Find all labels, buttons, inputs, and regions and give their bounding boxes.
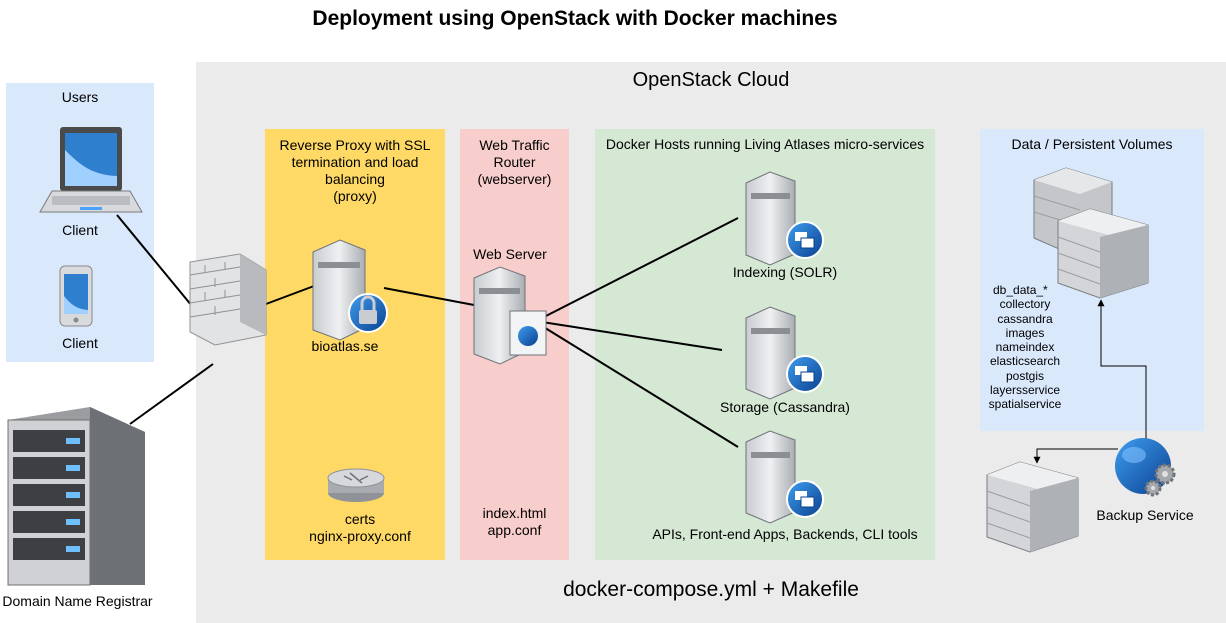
arrow-backup-to-volumes: [1097, 299, 1147, 440]
volume-name: db_data_*: [993, 283, 1048, 297]
link-webserver-indexing: [541, 217, 739, 319]
laptop-icon: [39, 127, 143, 213]
proxy-server-label: bioatlas.se: [311, 338, 379, 354]
link-webserver-storage: [541, 321, 723, 351]
docker-host-storage-icon: [745, 306, 824, 400]
router-title: Web Traffic Router (webserver): [460, 137, 569, 188]
storage-volumes-icon: [1033, 167, 1149, 299]
proxy-title-line: balancing: [325, 171, 385, 187]
compose-footer-label: docker-compose.yml + Makefile: [563, 578, 859, 601]
link-client-firewall: [116, 214, 193, 307]
backup-service-label: Backup Service: [1096, 507, 1194, 523]
registrar-label: Domain Name Registrar: [2, 593, 153, 609]
volume-name: elasticsearch: [989, 354, 1061, 369]
router-title-line: Web Traffic: [479, 137, 550, 153]
volume-name: collectory: [999, 297, 1051, 312]
volume-name: layersservice: [989, 383, 1061, 398]
docker-host-label-storage: Storage (Cassandra): [720, 399, 850, 415]
docker-host-label-indexing: Indexing (SOLR): [732, 264, 838, 280]
link-webserver-apis: [541, 325, 739, 448]
proxy-title-line: termination and load: [291, 154, 419, 170]
router-file: app.conf: [487, 522, 542, 538]
openstack-cloud-label: OpenStack Cloud: [632, 69, 790, 91]
web-server-label: Web Server: [473, 246, 547, 262]
router-files-label: index.html app.conf: [460, 505, 569, 539]
diagram-title: Deployment using OpenStack with Docker m…: [312, 7, 838, 30]
volume-name: nameindex: [995, 340, 1055, 355]
proxy-title: Reverse Proxy with SSL termination and l…: [265, 137, 445, 205]
backup-service-icon: [1115, 438, 1176, 497]
link-registrar-firewall: [129, 363, 214, 425]
volume-name: postgis: [1005, 368, 1045, 383]
data-volumes-title: Data / Persistent Volumes: [1011, 136, 1173, 152]
users-title: Users: [61, 89, 99, 105]
docker-host-apis-icon: [745, 430, 824, 524]
laptop-client-label: Client: [62, 222, 98, 238]
proxy-title-line: (proxy): [333, 188, 377, 204]
router-file: index.html: [482, 505, 547, 521]
backup-arrows: [1033, 299, 1147, 464]
connections: [116, 214, 739, 448]
proxy-files-label: certs nginx-proxy.conf: [265, 511, 455, 545]
volume-name: images: [1005, 325, 1045, 340]
docker-title: Docker Hosts running Living Atlases micr…: [605, 136, 925, 152]
router-title-line: Router: [493, 154, 536, 170]
volume-list: db_data_* collectory cassandra images na…: [985, 283, 1065, 412]
phone-client-label: Client: [62, 335, 98, 351]
proxy-server-icon: [312, 239, 388, 341]
web-server-icon: [473, 266, 547, 365]
proxy-file: certs: [344, 511, 376, 527]
proxy-title-line: Reverse Proxy with SSL: [279, 137, 431, 153]
volume-name: spatialservice: [988, 397, 1062, 412]
router-title-line: (webserver): [477, 171, 552, 187]
smartphone-icon: [59, 265, 93, 327]
docker-host-label-apis: APIs, Front-end Apps, Backends, CLI tool…: [652, 526, 918, 542]
volume-name: cassandra: [997, 311, 1053, 326]
proxy-file: nginx-proxy.conf: [309, 528, 411, 544]
docker-host-indexing-icon: [745, 171, 824, 266]
router-icon: [327, 468, 385, 502]
link-proxy-webserver: [383, 287, 475, 306]
firewall-icon: [189, 253, 267, 346]
arrow-backup-to-storage: [1033, 448, 1118, 464]
backup-storage-icon: [986, 461, 1079, 553]
registrar-server-icon: [7, 407, 145, 586]
link-firewall-proxy: [265, 285, 315, 305]
